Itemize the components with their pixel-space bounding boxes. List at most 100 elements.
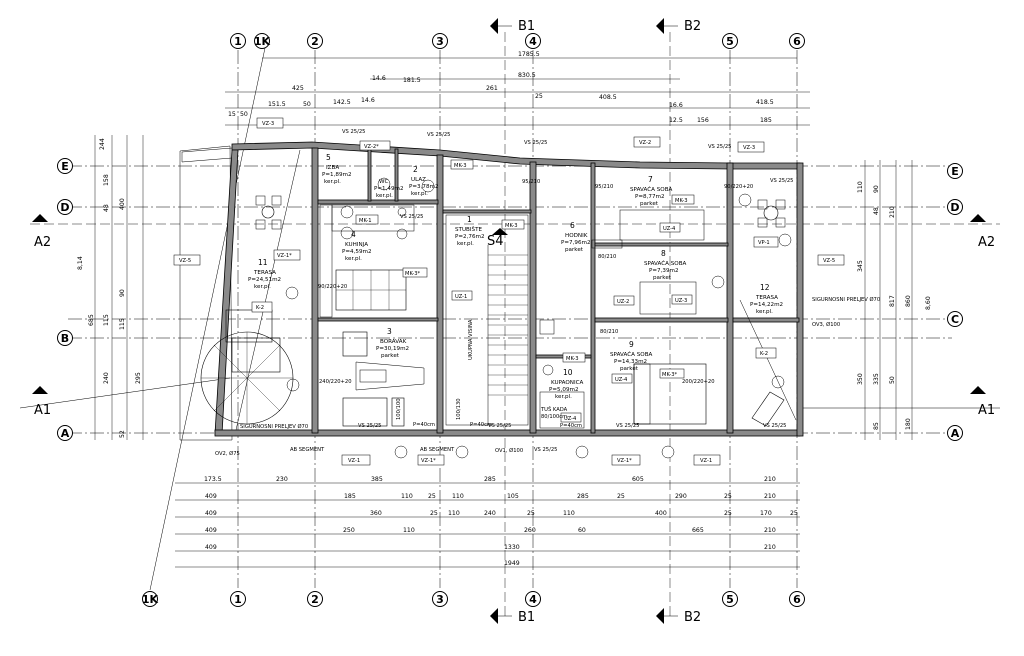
section-b1-top: B1 <box>518 19 535 34</box>
dim-right-2: 48 <box>873 207 880 215</box>
section-a1-right: A1 <box>978 403 995 418</box>
section-s4: S4 <box>487 234 504 249</box>
room-8-area: P=7,39m2 <box>649 268 679 274</box>
dim-bot-2-10: 210 <box>764 493 776 500</box>
tag-vs-1: VS 25/25 <box>342 129 365 135</box>
room-12-area: P=14,22m2 <box>750 302 783 308</box>
room-2-name: ULAZ <box>411 177 426 183</box>
note-ukupno: UKUPNA VISINA <box>468 319 474 360</box>
room-1-area: P=2,76m2 <box>455 234 485 240</box>
room-9-num: 9 <box>629 340 634 349</box>
tag-k2a: K-2 <box>256 305 264 311</box>
axis-label-a-right: A <box>951 427 960 440</box>
note-ov-right: OV3, Ø100 <box>812 321 840 328</box>
dim-bot-5-0: 409 <box>205 544 217 551</box>
dim-left-diag: 8,14 <box>77 256 84 270</box>
room-5-area: P=1,89m2 <box>322 172 352 178</box>
room-5-floor: ker.pl. <box>324 179 341 185</box>
room-9-floor: parket <box>620 366 639 372</box>
grid-lines <box>68 47 952 591</box>
dim-top-3-7: 185 <box>760 117 772 124</box>
tag-vs-10: VS 25/25 <box>616 423 639 429</box>
dim-bot-4-4: 60 <box>578 527 586 534</box>
dim-top-2-7: 408.5 <box>599 94 617 101</box>
axis-label-1k-top: 1K <box>254 35 271 48</box>
room-9-name: SPAVAĆA SOBA <box>610 351 653 358</box>
room-4-floor: ker.pl. <box>345 256 362 262</box>
stair-arrow-icon <box>492 228 508 235</box>
room-10-num: 10 <box>563 368 573 377</box>
dim-bot-3-5: 25 <box>527 510 535 517</box>
note-p40-c: P=40cm <box>560 423 582 429</box>
room-2-area: P=3,78m2 <box>409 184 439 190</box>
room-12-floor: ker.pl. <box>756 309 773 315</box>
tag-mk3f: MK-3 <box>566 356 579 362</box>
dim-bot-1-2: 385 <box>371 476 383 483</box>
tag-vz2: VZ-2 <box>639 140 651 146</box>
dim-bot-2-5: 105 <box>507 493 519 500</box>
room-labels: 5 IZBA P=1,89m2 ker.pl. WC P=1,49m2 ker.… <box>248 153 783 400</box>
axis-label-a-left: A <box>61 427 70 440</box>
tag-mk3e: MK-3* <box>662 372 678 378</box>
note-p40-a: P=40cm <box>413 422 435 428</box>
building-walls <box>179 141 804 441</box>
dim-top-2-5: 181.5 <box>403 77 421 84</box>
tag-uz3: UZ-3 <box>675 298 687 304</box>
tag-vz3-right: VZ-3 <box>743 145 755 151</box>
tag-mk3d: MK-3 <box>675 198 688 204</box>
axis-label-6-bottom: 6 <box>793 593 801 606</box>
room-4-num: 4 <box>351 230 356 239</box>
dim-right-0: 110 <box>857 181 864 193</box>
room-10-name: KUPAONICA <box>551 380 583 386</box>
axis-label-1-top: 1 <box>234 35 242 48</box>
dim-right-3: 345 <box>857 260 864 272</box>
note-win-1: 100/100 <box>396 398 402 420</box>
dim-right-1: 90 <box>873 185 880 193</box>
axis-label-3-top: 3 <box>436 35 444 48</box>
room-10-area: P=5,09m2 <box>549 387 579 393</box>
axis-label-d-left: D <box>60 201 69 214</box>
dim-bot-3-3: 110 <box>448 510 460 517</box>
dim-bot-3-8: 25 <box>724 510 732 517</box>
top-dimensions: 1785.5 830.5 425 151.5 50 142.5 14.6 181… <box>225 51 810 126</box>
axis-label-6-top: 6 <box>793 35 801 48</box>
dim-bot-3-9: 170 <box>760 510 772 517</box>
living-kitchen-furniture <box>319 177 675 459</box>
dim-top-2-1: 151.5 <box>268 101 286 108</box>
section-b2-bottom: B2 <box>684 610 701 625</box>
tag-vz1a: VZ-1* <box>421 458 436 464</box>
section-b2-top: B2 <box>684 19 701 34</box>
room-11-num: 11 <box>258 258 268 267</box>
section-lines <box>30 32 1000 620</box>
room-wc-floor: ker.pl. <box>376 193 393 199</box>
dim-left-5: 685 <box>88 314 95 326</box>
note-door-8: 90/220+20 <box>724 184 753 190</box>
room-5-num: 5 <box>326 153 331 162</box>
room-3-num: 3 <box>387 327 392 336</box>
tag-vs-8: VS 25/25 <box>358 423 381 429</box>
dim-top-overall: 1785.5 <box>518 51 540 58</box>
tag-k2b: K-2 <box>760 351 768 357</box>
axis-label-2-bottom: 2 <box>311 593 319 606</box>
tag-vz2a: VZ-2* <box>364 144 379 150</box>
tag-vs-5: VS 25/25 <box>770 178 793 184</box>
dim-left-1: 158 <box>103 174 110 186</box>
dim-top-2-4: 14.6 <box>372 75 386 82</box>
notes: SIGURNOSNI PRELJEV Ø70 SIGURNOSNI PRELJE… <box>215 179 932 457</box>
dim-left-10: 52 <box>119 430 126 438</box>
axis-label-3-bottom: 3 <box>436 593 444 606</box>
note-parapet-left: SIGURNOSNI PRELJEV Ø70 <box>240 423 308 430</box>
dim-bot-3-6: 110 <box>563 510 575 517</box>
dim-bot-5-1: 1330 <box>504 544 520 551</box>
element-tags: VZ-3 VZ-2* VZ-2 VZ-3 VZ-5 VZ-5 VZ-1* K-2… <box>173 117 845 466</box>
axis-label-2-top: 2 <box>311 35 319 48</box>
tag-vz1-top: VZ-1* <box>277 253 292 259</box>
bedroom-furniture <box>539 193 797 429</box>
room-11-floor: ker.pl. <box>254 284 271 290</box>
tag-vz1-far: VZ-1 <box>700 458 712 464</box>
room-7-name: SPAVAĆA SOBA <box>630 186 673 193</box>
room-1-floor: ker.pl. <box>457 241 474 247</box>
dim-bot-3-1: 360 <box>370 510 382 517</box>
dim-top-3-3: 25 <box>535 93 543 100</box>
axis-label-5-bottom: 5 <box>726 593 734 606</box>
